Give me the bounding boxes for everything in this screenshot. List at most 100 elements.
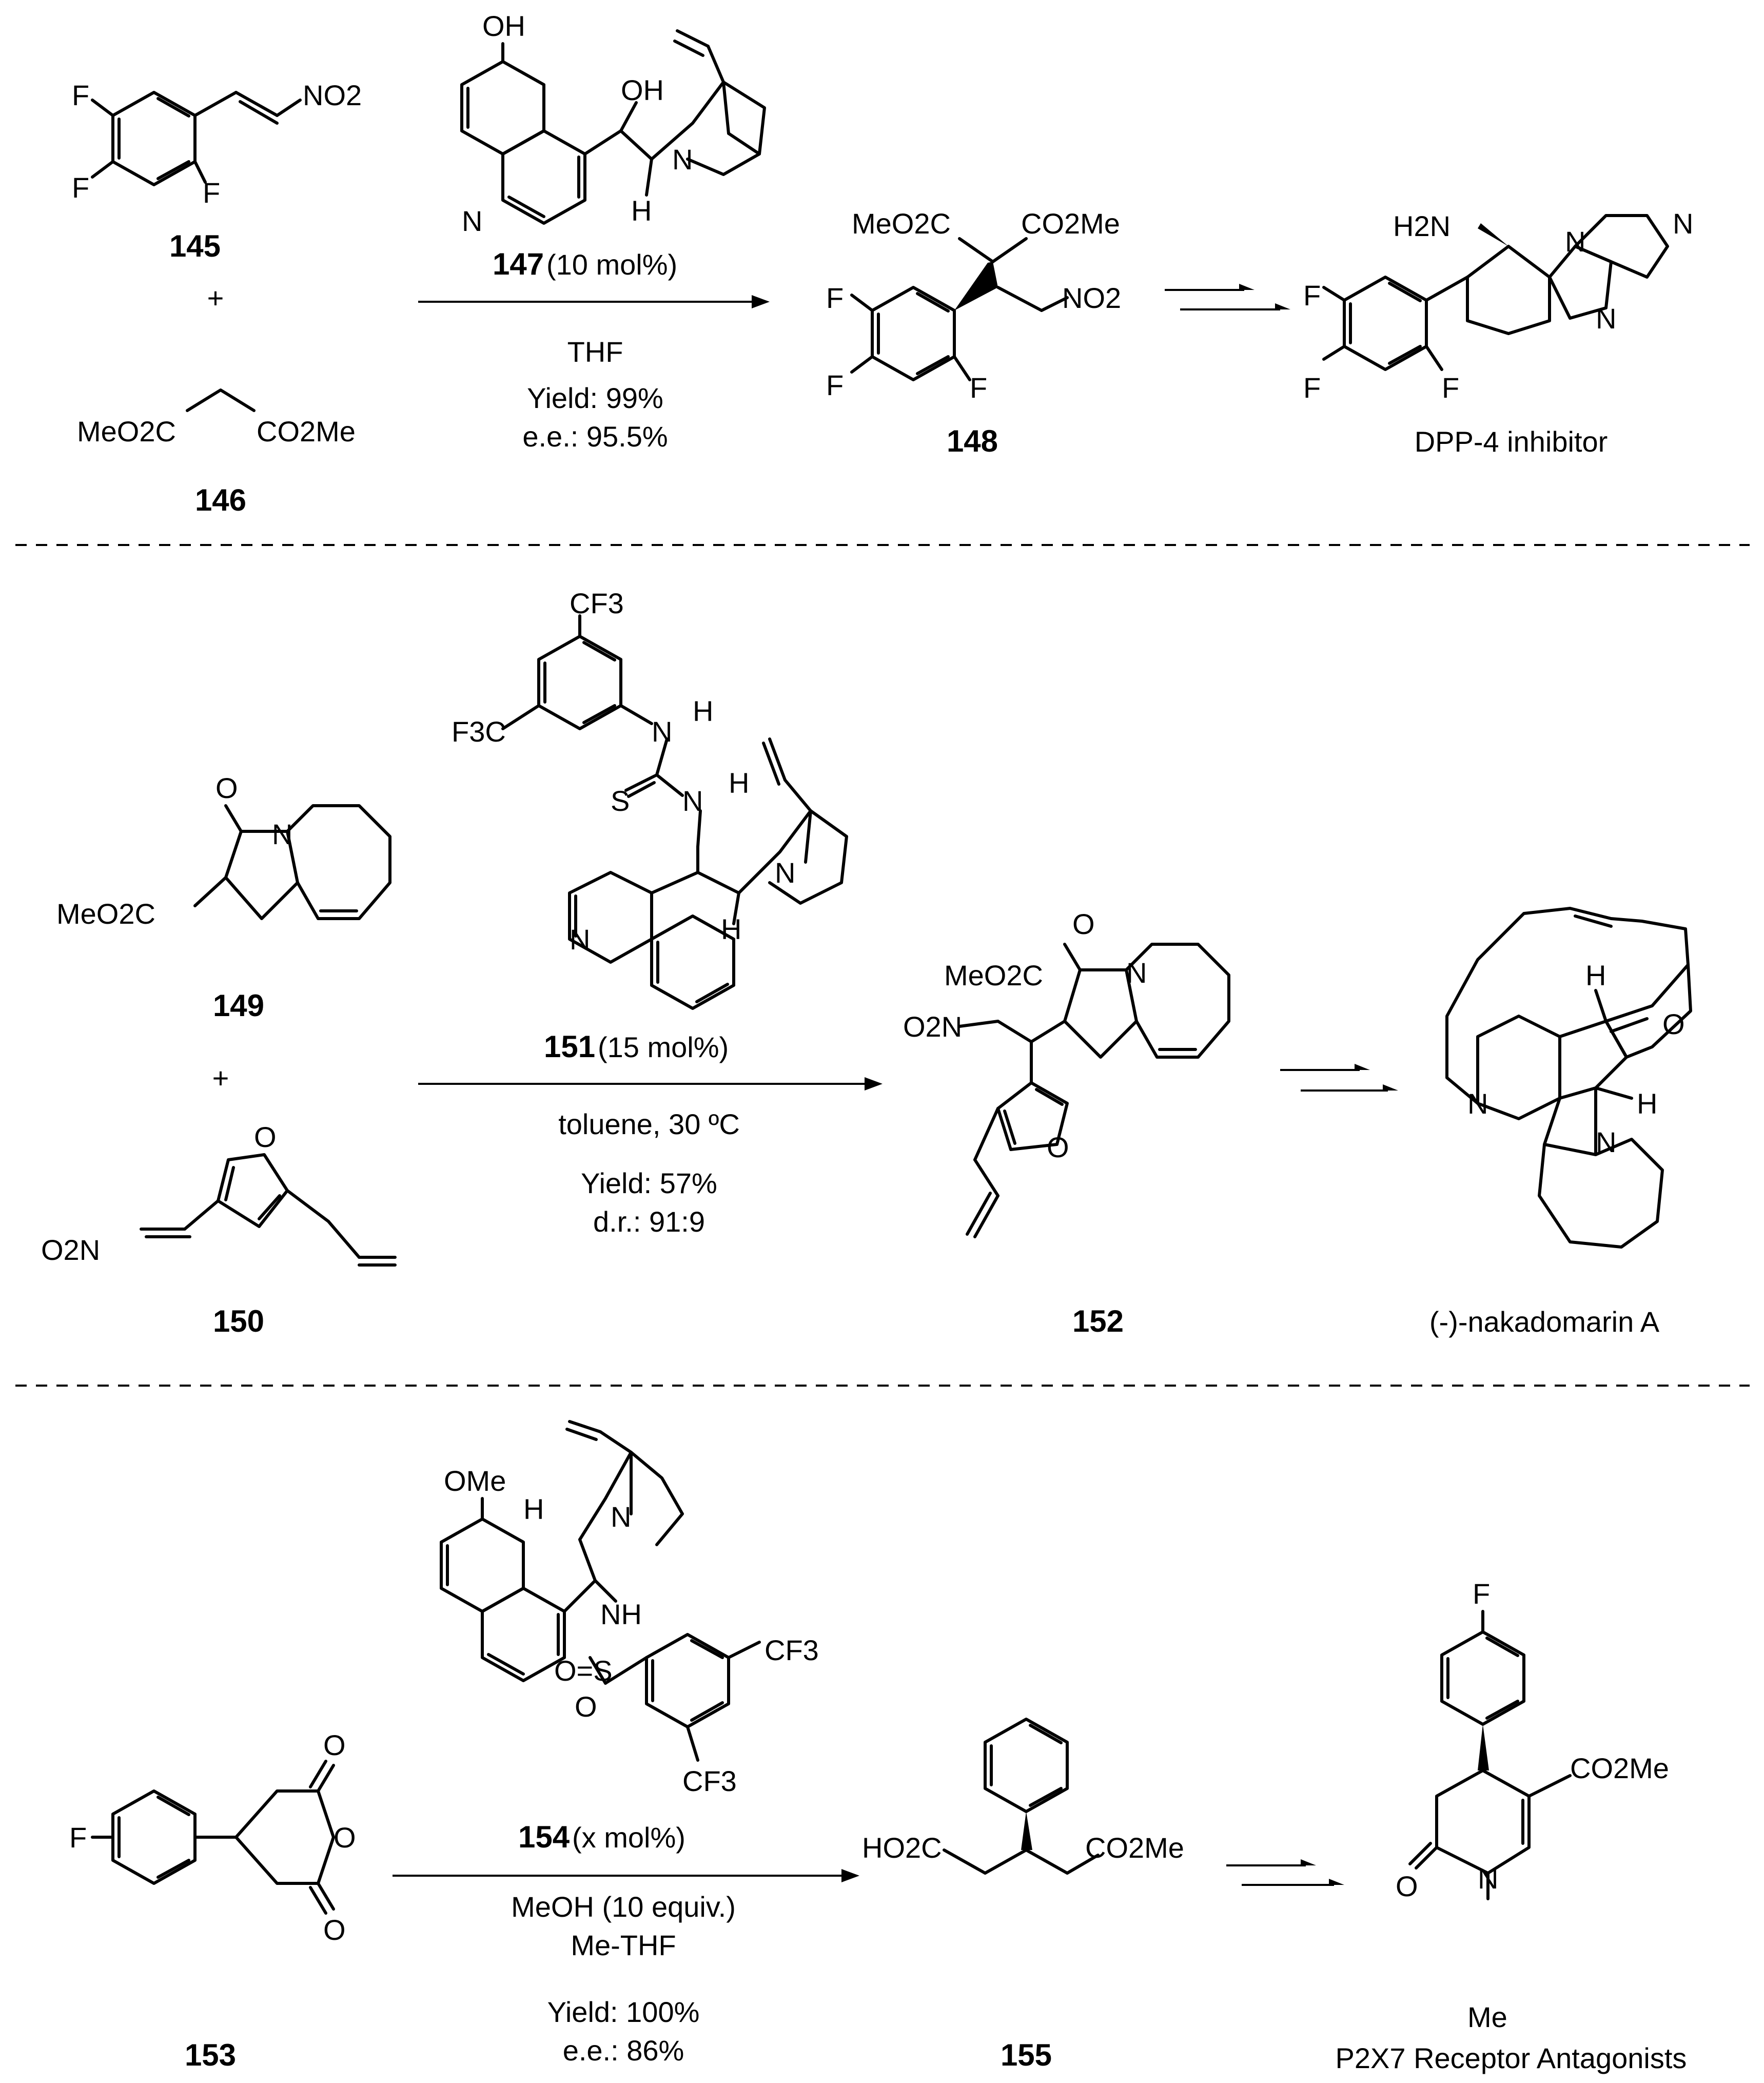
sulfur-label: S bbox=[611, 785, 630, 817]
oxygen-label: O bbox=[1072, 908, 1095, 940]
ester-label: MeO2C bbox=[944, 959, 1043, 991]
plus-sign: + bbox=[207, 282, 224, 314]
oxygen-label: O bbox=[1396, 1870, 1418, 1902]
fluorine-label: F bbox=[1442, 372, 1459, 404]
compound-148-id: 148 bbox=[947, 424, 998, 458]
plus-sign: + bbox=[212, 1062, 229, 1094]
nitrogen-label: N bbox=[1596, 1126, 1616, 1158]
compound-150-structure: O bbox=[140, 1121, 397, 1267]
arrow-head bbox=[841, 1869, 859, 1882]
oxygen-label: O bbox=[334, 1821, 356, 1854]
compound-149-structure: O N bbox=[193, 772, 391, 920]
compound-146-structure bbox=[186, 388, 256, 412]
compound-146-id: 146 bbox=[195, 483, 246, 517]
methoxy-label: OMe bbox=[444, 1465, 506, 1497]
fluorine-label: F bbox=[826, 369, 844, 401]
catalyst-154-id: 154 bbox=[518, 1820, 570, 1854]
thiourea-nitrogen: N bbox=[652, 715, 672, 748]
catalyst-154-loading: (x mol%) bbox=[572, 1821, 685, 1854]
trifluoromethyl-label: CF3 bbox=[765, 1634, 819, 1666]
panel-2: O N MeO2C 149 + O O2N 150 bbox=[41, 587, 1692, 1338]
hydrogen-label: H bbox=[523, 1493, 544, 1525]
catalyst-151-structure: CF3 F3C N H S N H N N H bbox=[452, 587, 848, 1010]
hydroxyl-label: OH bbox=[482, 10, 525, 42]
nitrogen-label: N bbox=[1478, 1862, 1498, 1895]
catalyst-147-loading: (10 mol%) bbox=[546, 248, 677, 281]
conditions-ee: e.e.: 86% bbox=[563, 2034, 684, 2067]
conditions-yield: Yield: 57% bbox=[581, 1167, 717, 1199]
conditions-solvent: Me-THF bbox=[571, 1929, 676, 1961]
conditions-dr: d.r.: 91:9 bbox=[593, 1205, 705, 1238]
hydrogen-label: H bbox=[721, 913, 741, 945]
compound-148-structure: F F F MeO2C CO2Me NO2 bbox=[826, 207, 1121, 404]
fluorine-label: F bbox=[72, 79, 89, 111]
arrow-head bbox=[865, 1077, 883, 1091]
compound-149-id: 149 bbox=[213, 988, 264, 1023]
conditions-yield: Yield: 100% bbox=[547, 1996, 700, 2028]
nitrogen-label: N bbox=[1596, 302, 1616, 335]
catalyst-147-structure: OH OH N N H bbox=[460, 10, 766, 237]
nitrogen-label: N bbox=[1673, 207, 1693, 240]
trifluoromethyl-label: F3C bbox=[452, 715, 506, 748]
nitro-group-label: O2N bbox=[41, 1234, 100, 1266]
fluorine-label: F bbox=[1303, 372, 1321, 404]
catalyst-151-loading: (15 mol%) bbox=[598, 1031, 729, 1063]
fluorine-label: F bbox=[970, 372, 987, 404]
nitro-group-label: NO2 bbox=[303, 79, 362, 111]
arrow-head bbox=[752, 295, 770, 308]
fluorine-label: F bbox=[69, 1821, 87, 1854]
hydrogen-label: H bbox=[693, 695, 713, 727]
hydroxyl-label: OH bbox=[621, 74, 664, 106]
oxygen-label: O bbox=[323, 1914, 346, 1946]
panel-3: F O O O 153 bbox=[69, 1420, 1687, 2074]
sulfonyl-label: O=S bbox=[554, 1654, 613, 1687]
oxygen-label: O bbox=[1047, 1131, 1069, 1163]
fluorine-label: F bbox=[203, 177, 220, 209]
nitrogen-label: N bbox=[1467, 1087, 1488, 1120]
nitrogen-label: N bbox=[1565, 225, 1585, 258]
ester-label: CO2Me bbox=[257, 415, 356, 447]
nitro-group-label: NO2 bbox=[1062, 282, 1121, 314]
nitrogen-label: N bbox=[272, 818, 292, 850]
fluorine-label: F bbox=[1303, 279, 1321, 312]
fluorine-label: F bbox=[1473, 1578, 1490, 1610]
panel-1: F F F NO2 145 + MeO2C CO2Me 146 bbox=[72, 10, 1693, 517]
quinuclidine-nitrogen: N bbox=[775, 856, 795, 889]
compound-153-structure: F O O O bbox=[69, 1729, 356, 1946]
compound-152-structure: O N MeO2C O2N O bbox=[903, 908, 1230, 1238]
amine-label: H2N bbox=[1393, 210, 1451, 242]
nakadomarin-a-structure: H H O N N bbox=[1445, 907, 1692, 1249]
ester-label: CO2Me bbox=[1021, 207, 1120, 240]
fluorine-label: F bbox=[72, 171, 89, 204]
acid-label: HO2C bbox=[862, 1832, 942, 1864]
compound-155-id: 155 bbox=[1001, 2038, 1052, 2072]
compound-155-structure bbox=[943, 1718, 1100, 1875]
conditions-solvent: THF bbox=[567, 336, 623, 368]
compound-152-id: 152 bbox=[1072, 1304, 1124, 1338]
quinoline-nitrogen: N bbox=[570, 923, 590, 956]
oxygen-label: O bbox=[254, 1121, 277, 1153]
hydrogen-label: H bbox=[1585, 959, 1606, 991]
p2x7-antagonist-structure: F CO2Me O N Me bbox=[1396, 1578, 1669, 2033]
methyl-label: Me bbox=[1467, 2001, 1507, 2033]
hydrogen-label: H bbox=[631, 194, 652, 227]
sulfonamide-nh: NH bbox=[600, 1598, 642, 1630]
oxygen-label: O bbox=[575, 1690, 597, 1723]
ester-label: MeO2C bbox=[77, 415, 176, 447]
fluorine-label: F bbox=[826, 282, 844, 314]
compound-145-id: 145 bbox=[169, 229, 221, 263]
quinuclidine-nitrogen: N bbox=[672, 143, 693, 176]
quinuclidine-nitrogen: N bbox=[611, 1501, 631, 1533]
conditions-ee: e.e.: 95.5% bbox=[522, 420, 668, 453]
ester-label: MeO2C bbox=[56, 898, 155, 930]
nitro-group-label: O2N bbox=[903, 1010, 962, 1043]
oxygen-label: O bbox=[1662, 1008, 1685, 1040]
catalyst-151-id: 151 bbox=[544, 1029, 595, 1064]
ester-label: MeO2C bbox=[852, 207, 951, 240]
trifluoromethyl-label: CF3 bbox=[570, 587, 624, 619]
thiourea-nitrogen: N bbox=[682, 785, 703, 817]
hydrogen-label: H bbox=[1637, 1087, 1657, 1120]
compound-150-id: 150 bbox=[213, 1304, 264, 1338]
ester-label: CO2Me bbox=[1570, 1752, 1669, 1784]
